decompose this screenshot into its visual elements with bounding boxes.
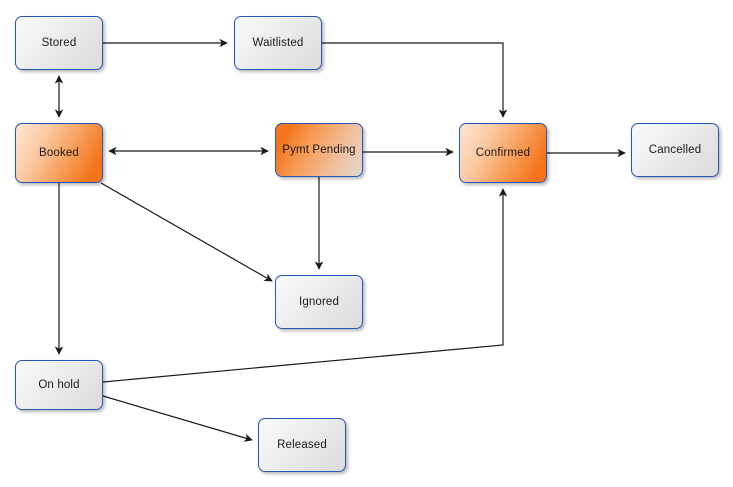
- state-node-label: Pymt Pending: [282, 143, 356, 156]
- state-node-booked[interactable]: Booked: [15, 123, 103, 183]
- state-node-waitlisted[interactable]: Waitlisted: [234, 16, 322, 70]
- state-node-label: Ignored: [298, 295, 340, 308]
- edge-on-hold-to-released: [102, 395, 253, 442]
- state-node-label: Stored: [41, 36, 77, 49]
- state-node-confirmed[interactable]: Confirmed: [459, 123, 547, 183]
- state-node-cancelled[interactable]: Cancelled: [631, 123, 719, 177]
- edge-booked-to-ignored: [100, 182, 273, 282]
- state-node-pymt-pending[interactable]: Pymt Pending: [275, 123, 363, 177]
- state-node-released[interactable]: Released: [258, 418, 346, 472]
- state-node-label: Confirmed: [475, 146, 531, 159]
- edge-group: [54, 38, 626, 442]
- edge-waitlisted-to-confirmed: [322, 42, 508, 118]
- state-node-label: Waitlisted: [252, 36, 304, 49]
- state-node-label: Cancelled: [648, 143, 702, 156]
- state-node-label: On hold: [38, 378, 80, 391]
- state-node-stored[interactable]: Stored: [15, 16, 103, 70]
- state-node-ignored[interactable]: Ignored: [275, 275, 363, 329]
- state-node-on-hold[interactable]: On hold: [15, 360, 103, 410]
- state-node-label: Released: [277, 438, 327, 451]
- state-node-label: Booked: [39, 146, 79, 159]
